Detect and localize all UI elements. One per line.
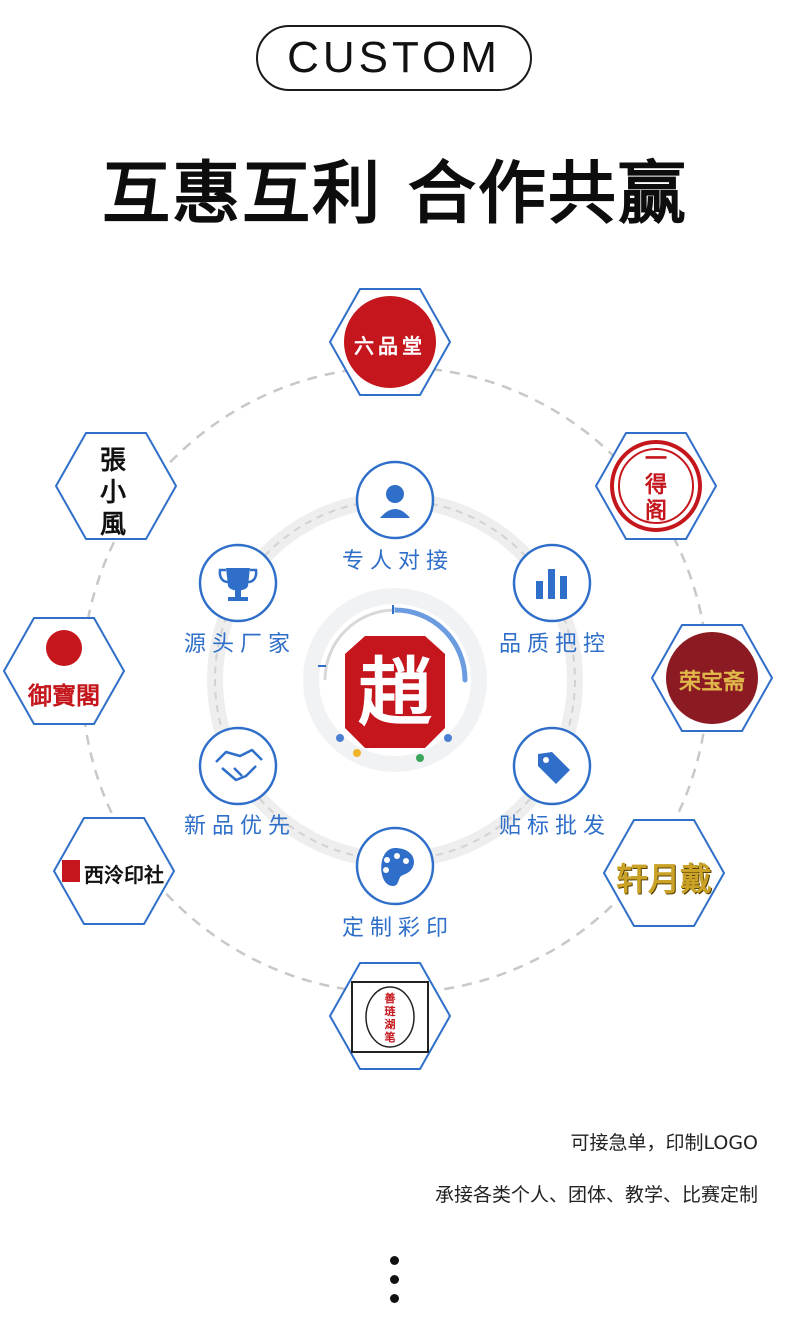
handshake-icon	[215, 748, 263, 782]
rongbaozhai-seal	[666, 632, 758, 724]
brand-liupintang: 六品堂	[354, 334, 426, 358]
palette-icon	[381, 848, 414, 886]
yidege-seal	[610, 440, 702, 532]
note-custom-services: 承接各类个人、团体、教学、比赛定制	[434, 1184, 758, 1206]
brand-zhangxiaofeng: 張小風	[99, 446, 126, 540]
service-label-printing: 定制彩印	[341, 916, 455, 941]
brand-hex-xuanyuedai	[602, 819, 726, 927]
service-label-new-products: 新品优先	[183, 814, 297, 839]
note-urgent-orders: 可接急单，印制LOGO	[570, 1132, 758, 1154]
shanlian-frame	[351, 981, 429, 1053]
brand-yubaoge: 御寶閣	[28, 681, 100, 710]
service-node-tag	[512, 726, 592, 806]
service-node-palette	[355, 826, 435, 906]
brand-xilingyinshe: 西泠印社	[84, 863, 164, 887]
brand-rongbaozhai: 荣宝斋	[678, 669, 745, 695]
service-label-quality: 品质把控	[498, 632, 612, 657]
brand-xuanyuedai: 轩月戴	[615, 860, 712, 898]
service-node-bar-chart	[512, 543, 592, 623]
brand-yidege: 一得阁	[644, 446, 667, 524]
yubaoge-emblem	[46, 630, 82, 666]
liupintang-seal	[344, 296, 436, 388]
service-label-labeling: 贴标批发	[498, 814, 612, 839]
xiling-stamp	[62, 860, 80, 882]
tag-icon	[538, 752, 570, 784]
center-logo-glyph: 趙	[358, 650, 432, 736]
center-seal-logo: 趙	[345, 636, 445, 748]
bar-chart-icon	[536, 569, 567, 599]
headline: 互惠互利 合作共赢	[102, 155, 688, 234]
more-dots-icon[interactable]	[384, 1250, 406, 1310]
service-node-trophy	[198, 543, 278, 623]
person-icon	[386, 485, 404, 503]
custom-badge-text: CUSTOM	[287, 33, 501, 82]
service-label-contact: 专人对接	[341, 549, 455, 574]
service-label-factory: 源头厂家	[183, 632, 297, 657]
brand-hex-yubaoge	[2, 617, 126, 725]
custom-badge: CUSTOM	[256, 25, 532, 91]
brand-hex-xilingyinshe	[52, 817, 176, 925]
brand-hex-zhangxiaofeng	[54, 432, 178, 540]
trophy-icon	[218, 568, 258, 601]
service-node-person	[355, 460, 435, 540]
service-node-handshake	[198, 726, 278, 806]
brand-shanlian: 善琏湖笔	[384, 992, 396, 1044]
